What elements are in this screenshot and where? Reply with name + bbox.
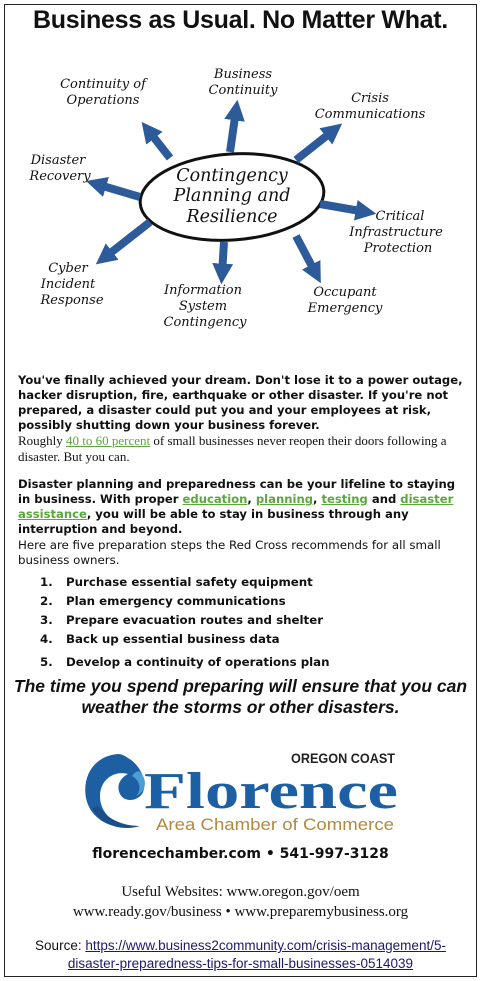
node-business-continuity: Business Continuity xyxy=(209,67,279,98)
steps-list: 1. Purchase essential safety equipment 2.… xyxy=(40,575,440,674)
node-critical-infrastructure-protection: Critical Infrastructure Protection xyxy=(348,209,443,256)
arrow-to-information-system-contingency xyxy=(212,241,234,285)
text-span: , xyxy=(247,492,256,506)
text-span: Roughly xyxy=(18,433,67,448)
node-label: Recovery xyxy=(28,169,91,184)
arrow-to-continuity-of-operations xyxy=(141,121,174,161)
tagline: The time you spend preparing will ensure… xyxy=(13,676,468,717)
planning-link[interactable]: planning xyxy=(255,492,313,506)
step-text: Purchase essential safety equipment xyxy=(66,575,313,589)
list-item: 3. Prepare evacuation routes and shelter xyxy=(40,613,440,632)
node-information-system-contingency: Information System Contingency xyxy=(163,283,247,330)
text-span: and xyxy=(367,492,401,506)
florence-chamber-logo: OREGON COAST Florence Area Chamber of Co… xyxy=(85,750,398,834)
step-text: Develop a continuity of operations plan xyxy=(66,655,330,669)
headline: Business as Usual. No Matter What. xyxy=(33,6,448,34)
useful-line: www.ready.gov/business • www.preparemybu… xyxy=(72,904,409,920)
node-label: System xyxy=(179,299,227,314)
source-line-2: disaster-preparedness-tips-for-small-bus… xyxy=(0,955,481,973)
step-text: Plan emergency communications xyxy=(66,594,286,608)
arrows xyxy=(86,99,377,285)
testing-link[interactable]: testing xyxy=(321,492,368,506)
list-item: 1. Purchase essential safety equipment xyxy=(40,575,440,594)
contact-line: florencechamber.com • 541-997-3128 xyxy=(92,846,389,862)
center-line-3: Resilience xyxy=(185,207,277,227)
arrow-to-crisis-communications xyxy=(293,123,343,164)
text-span: of small businesses never reopen their d… xyxy=(18,433,447,464)
statistic-link[interactable]: 40 to 60 percent xyxy=(66,433,151,448)
step-number: 4. xyxy=(40,632,53,646)
contingency-diagram: Contingency Planning and Resilience Cont… xyxy=(28,67,443,330)
source-line-1: Source: https://www.business2community.c… xyxy=(0,937,481,955)
node-label: Disaster xyxy=(30,153,87,168)
node-label: Business xyxy=(213,67,272,82)
node-label: Response xyxy=(39,293,103,308)
text-span: , you will be able to stay in business t… xyxy=(18,507,409,536)
preparedness-paragraph: Disaster planning and preparedness can b… xyxy=(18,477,466,537)
arrow-to-disaster-recovery xyxy=(86,176,142,201)
source-label: Source: xyxy=(35,938,86,953)
statistic-paragraph: Roughly 40 to 60 percent of small busine… xyxy=(18,433,466,464)
step-number: 1. xyxy=(40,575,53,589)
node-label: Information xyxy=(163,283,242,298)
node-crisis-communications: Crisis Communications xyxy=(315,91,426,122)
step-text: Back up essential business data xyxy=(66,632,280,646)
disaster-assistance-link[interactable]: disaster assistance xyxy=(18,492,454,521)
logo-subtitle: Area Chamber of Commerce xyxy=(156,815,394,834)
center-line-2: Planning and xyxy=(173,186,291,206)
arrow-to-critical-infrastructure-protection xyxy=(319,199,377,221)
arrow-to-cyber-incident-response xyxy=(95,218,153,265)
node-label: Incident xyxy=(40,277,96,292)
step-number: 2. xyxy=(40,594,53,608)
useful-line: Useful Websites: www.oregon.gov/oem xyxy=(121,884,360,900)
node-continuity-of-operations: Continuity of Operations xyxy=(60,77,148,108)
node-label: Operations xyxy=(67,93,140,108)
useful-websites: Useful Websites: www.oregon.gov/oem www.… xyxy=(0,882,481,922)
center-line-1: Contingency xyxy=(176,166,289,186)
intro-paragraph: You've finally achieved your dream. Don'… xyxy=(18,373,463,432)
arrow-to-business-continuity xyxy=(224,99,245,153)
logo-region: OREGON COAST xyxy=(291,750,395,766)
node-label: Infrastructure xyxy=(348,225,443,240)
node-label: Protection xyxy=(363,241,433,256)
step-text: Prepare evacuation routes and shelter xyxy=(66,613,324,627)
node-label: Occupant xyxy=(313,285,377,300)
node-occupant-emergency: Occupant Emergency xyxy=(307,285,383,316)
node-label: Communications xyxy=(315,107,426,122)
page-border xyxy=(4,4,477,977)
list-item: 2. Plan emergency communications xyxy=(40,594,440,613)
text-span: Disaster planning and preparedness can b… xyxy=(18,477,456,506)
source-link[interactable]: https://www.business2community.com/crisi… xyxy=(85,938,446,953)
step-number: 5. xyxy=(40,655,53,669)
node-label: Critical xyxy=(376,209,425,224)
arrow-to-occupant-emergency xyxy=(292,234,321,284)
list-item: 4. Back up essential business data xyxy=(40,632,440,651)
step-number: 3. xyxy=(40,613,53,627)
wave-icon xyxy=(85,754,145,828)
node-label: Continuity of xyxy=(60,77,148,92)
node-label: Crisis xyxy=(351,91,389,106)
source-link[interactable]: disaster-preparedness-tips-for-small-bus… xyxy=(67,956,414,971)
steps-intro: Here are five preparation steps the Red … xyxy=(18,538,441,567)
logo-name: Florence xyxy=(144,763,398,820)
node-cyber-incident-response: Cyber Incident Response xyxy=(39,261,103,308)
education-link[interactable]: education xyxy=(182,492,248,506)
center-label: Contingency Planning and Resilience xyxy=(173,166,291,227)
list-item: 5. Develop a continuity of operations pla… xyxy=(40,655,440,674)
node-disaster-recovery: Disaster Recovery xyxy=(28,153,91,184)
node-label: Continuity xyxy=(209,83,279,98)
node-label: Cyber xyxy=(48,261,88,276)
center-ellipse xyxy=(138,152,326,242)
text-span: , xyxy=(313,492,322,506)
node-label: Emergency xyxy=(307,301,383,316)
source-citation: Source: https://www.business2community.c… xyxy=(0,937,481,973)
node-label: Contingency xyxy=(164,315,248,330)
